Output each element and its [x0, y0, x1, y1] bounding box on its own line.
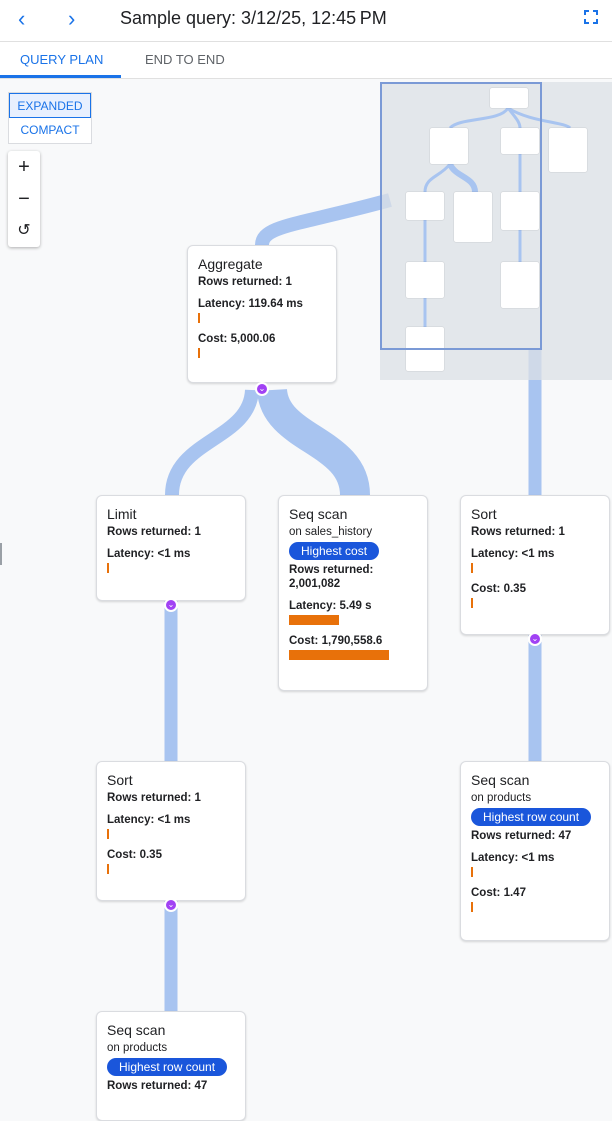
cost: Cost: 1.47	[471, 887, 526, 899]
collapse-icon[interactable]: ⌄	[528, 632, 542, 646]
node-title: Sort	[107, 772, 133, 788]
table-name: on products	[107, 1042, 168, 1054]
compact-button[interactable]: COMPACT	[20, 123, 80, 137]
minimap-node	[430, 128, 468, 164]
zoom-controls: + − ↺	[8, 151, 40, 247]
collapse-icon[interactable]: ⌄	[164, 598, 178, 612]
table-name: on products	[471, 792, 532, 804]
status-badge: Highest cost	[289, 542, 380, 560]
zoom-out-button[interactable]: −	[18, 188, 30, 210]
latency-bar	[107, 563, 109, 573]
latency: Latency: <1 ms	[107, 814, 191, 826]
rows-returned-value: 2,001,082	[289, 578, 341, 590]
fullscreen-icon[interactable]	[584, 10, 598, 24]
node-aggregate[interactable]: Aggregate Rows returned: 1 Latency: 119.…	[187, 245, 337, 383]
node-title: Seq scan	[471, 772, 530, 788]
node-sort-left[interactable]: Sort Rows returned: 1 Latency: <1 ms Cos…	[96, 761, 246, 901]
rows-returned: Rows returned: 1	[107, 526, 201, 538]
node-seq-scan-products-bottom[interactable]: Seq scan on products Highest row count R…	[96, 1011, 246, 1121]
minimap-node	[406, 262, 444, 298]
collapse-icon[interactable]: ⌄	[255, 382, 269, 396]
cost-bar	[471, 598, 473, 608]
node-title: Aggregate	[198, 256, 263, 272]
minimap-node	[501, 262, 539, 308]
node-seq-scan-products-right[interactable]: Seq scan on products Highest row count R…	[460, 761, 610, 941]
edge-aggregate-seqscan	[257, 387, 370, 497]
page-title: Sample query: 3/12/25, 12:45 PM	[120, 8, 387, 28]
node-seq-scan-sales-history[interactable]: Seq scan on sales_history Highest cost R…	[278, 495, 428, 691]
view-mode-toggle: EXPANDED COMPACT	[8, 92, 92, 144]
latency: Latency: 119.64 ms	[198, 298, 303, 310]
node-limit[interactable]: Limit Rows returned: 1 Latency: <1 ms	[96, 495, 246, 601]
latency-bar	[471, 867, 473, 877]
back-button[interactable]: ‹	[18, 6, 26, 31]
zoom-in-button[interactable]: +	[18, 156, 30, 178]
latency-bar	[471, 563, 473, 573]
table-name: on sales_history	[289, 526, 373, 538]
latency: Latency: 5.49 s	[289, 600, 372, 612]
collapse-icon[interactable]: ⌄	[164, 898, 178, 912]
rows-returned: Rows returned: 1	[198, 276, 292, 288]
minimap-node	[406, 192, 444, 220]
cost: Cost: 0.35	[471, 583, 526, 595]
latency-bar	[198, 313, 200, 323]
tab-bar: QUERY PLAN END TO END	[0, 42, 612, 79]
node-sort-right[interactable]: Sort Rows returned: 1 Latency: <1 ms Cos…	[460, 495, 610, 635]
node-title: Sort	[471, 506, 497, 522]
latency: Latency: <1 ms	[471, 852, 555, 864]
cost-bar	[107, 864, 109, 874]
tab-end-to-end[interactable]: END TO END	[145, 52, 225, 67]
minimap-edges	[423, 106, 572, 327]
tab-query-plan[interactable]: QUERY PLAN	[20, 52, 104, 67]
active-tab-indicator	[0, 75, 121, 78]
minimap-node	[490, 88, 528, 108]
minimap-node	[501, 192, 539, 230]
status-badge: Highest row count	[107, 1058, 228, 1076]
minimap-viewport[interactable]	[380, 82, 542, 350]
cost-bar	[471, 902, 473, 912]
latency: Latency: <1 ms	[471, 548, 555, 560]
edge-root-aggregate	[255, 193, 392, 247]
minimap[interactable]	[380, 82, 612, 380]
minimap-node	[549, 128, 587, 172]
cost: Cost: 1,790,558.6	[289, 635, 383, 647]
latency-bar	[289, 615, 339, 625]
expanded-button[interactable]: EXPANDED	[9, 93, 91, 118]
cost-bar	[198, 348, 200, 358]
latency: Latency: <1 ms	[107, 548, 191, 560]
scroll-handle[interactable]	[0, 543, 2, 565]
latency-bar	[107, 829, 109, 839]
minimap-node	[501, 128, 539, 154]
cost-bar	[289, 650, 389, 660]
node-title: Seq scan	[289, 506, 348, 522]
rows-returned: Rows returned: 1	[471, 526, 565, 538]
rows-returned: Rows returned: 1	[107, 792, 201, 804]
cost: Cost: 0.35	[107, 849, 162, 861]
header: ‹ › Sample query: 3/12/25, 12:45 PM	[0, 0, 612, 42]
rows-returned: Rows returned: 47	[471, 830, 572, 842]
rows-returned-label: Rows returned:	[289, 564, 374, 576]
minimap-node	[454, 192, 492, 242]
node-title: Limit	[107, 506, 137, 522]
edge-aggregate-limit	[165, 389, 259, 496]
forward-button[interactable]: ›	[68, 6, 76, 31]
rows-returned: Rows returned: 47	[107, 1080, 208, 1092]
node-title: Seq scan	[107, 1022, 166, 1038]
status-badge: Highest row count	[471, 808, 592, 826]
cost: Cost: 5,000.06	[198, 333, 276, 345]
reset-zoom-button[interactable]: ↺	[17, 222, 31, 239]
